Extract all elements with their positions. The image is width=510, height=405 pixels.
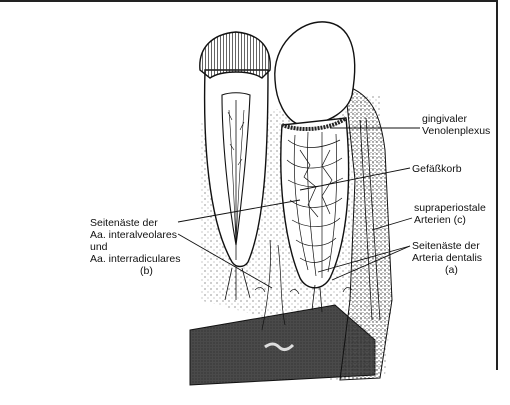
label-supraperiost-line2: Arterien (c) <box>414 214 466 226</box>
label-inter-line4: Aa. interradiculares <box>90 253 180 265</box>
label-inter-line1: Seitenäste der <box>90 217 158 229</box>
label-dentalis-line1: Seitenäste der <box>412 240 480 252</box>
label-inter-line3: und <box>90 241 108 253</box>
label-gingival-line1: gingivaler <box>422 113 467 125</box>
label-inter-line5: (b) <box>140 265 153 277</box>
label-dentalis-line3: (a) <box>445 264 458 276</box>
label-supraperiost-line1: supraperiostale <box>414 202 486 214</box>
label-dentalis-line2: Arteria dentalis <box>412 252 482 264</box>
label-gingival-line2: Venolenplexus <box>422 125 490 137</box>
label-gefaesskorb: Gefäßkorb <box>412 163 462 175</box>
label-inter-line2: Aa. interalveolares <box>90 229 177 241</box>
